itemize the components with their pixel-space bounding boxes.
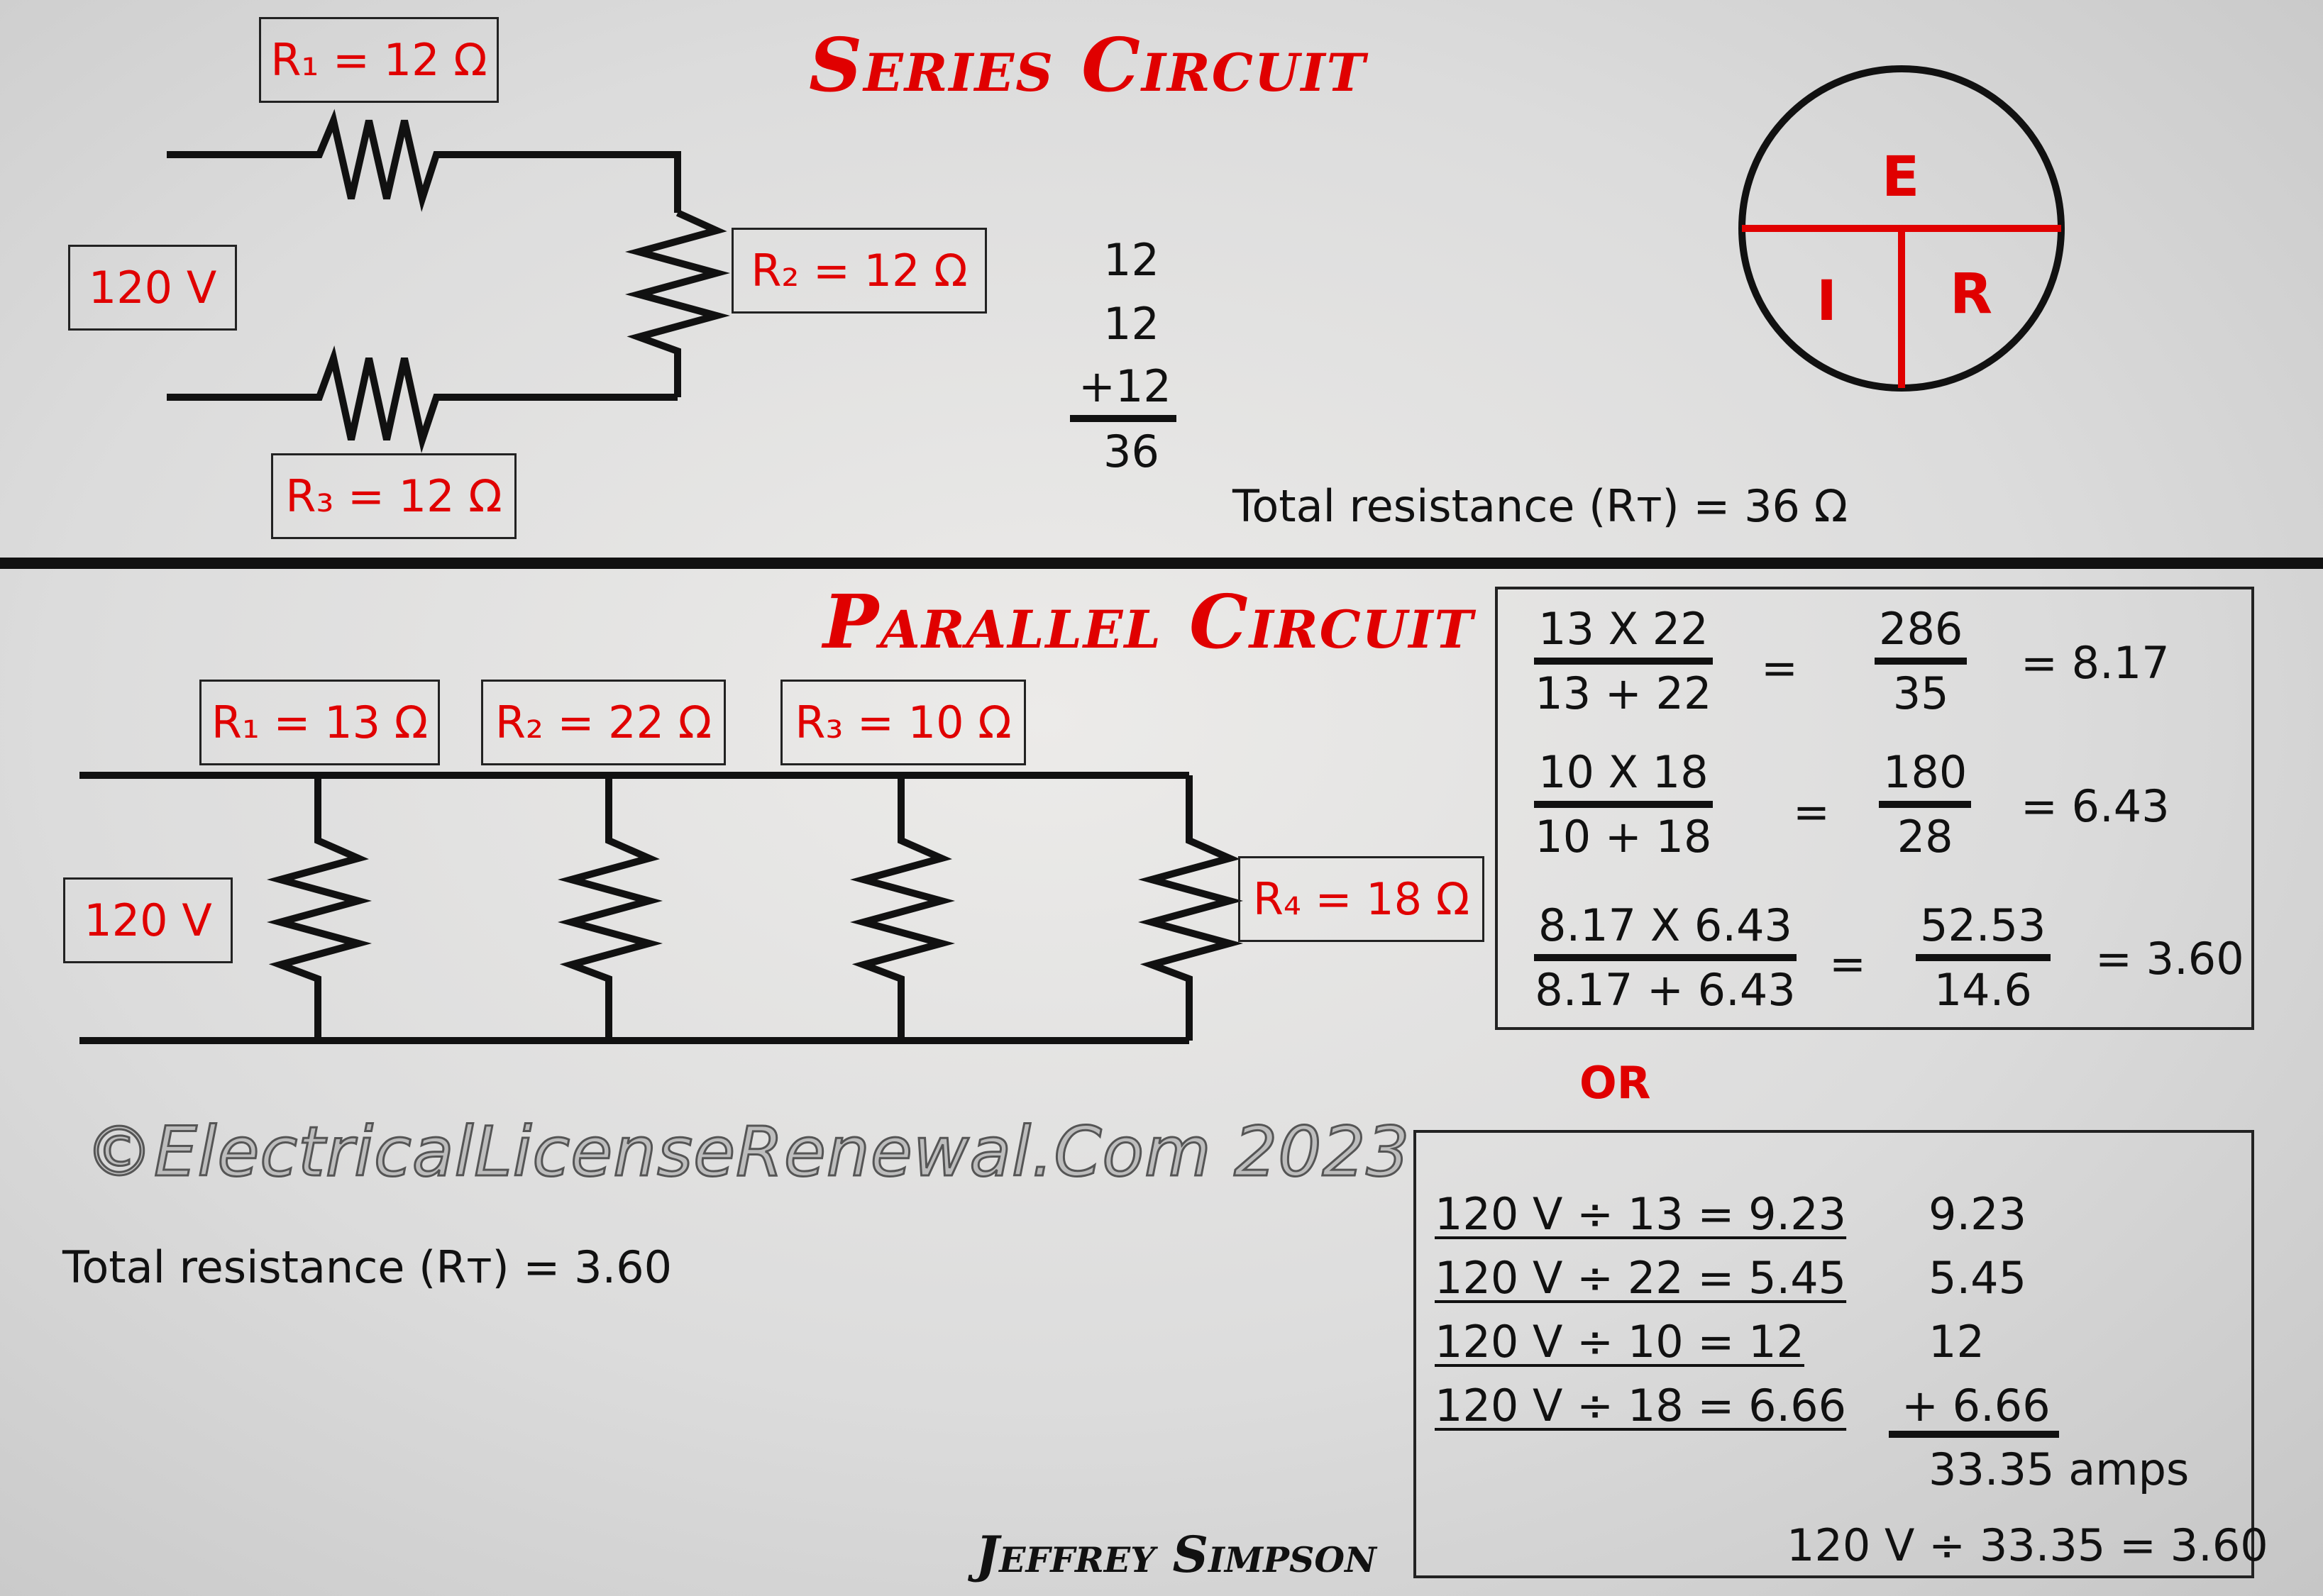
series-total: Total resistance (Rт) = 36 Ω <box>1232 480 1848 532</box>
pos-row1-numerator: 13 X 22 <box>1534 603 1713 665</box>
parallel-title: Parallel Circuit <box>823 578 1474 665</box>
pos-row3-result-fraction: 52.53 14.6 <box>1916 899 2051 1016</box>
parallel-source-label: 120 V <box>63 877 233 963</box>
pos-row3-denominator: 8.17 + 6.43 <box>1535 964 1796 1016</box>
pos-row3-result-denominator: 14.6 <box>1933 964 2032 1016</box>
parallel-r4-label: R₄ = 18 Ω <box>1238 856 1484 942</box>
series-sum-line-3: +12 <box>1078 360 1171 412</box>
pos-row2-fraction: 10 X 18 10 + 18 <box>1534 746 1713 863</box>
series-source-label: 120 V <box>68 245 237 331</box>
series-r3-label: R₃ = 12 Ω <box>271 453 517 539</box>
current-col-1: 9.23 <box>1929 1188 2027 1240</box>
current-line-2: 120 V ÷ 22 = 5.45 <box>1435 1252 1847 1304</box>
parallel-wiring <box>79 772 1244 1044</box>
current-final: 120 V ÷ 33.35 = 3.60 <box>1787 1519 2268 1571</box>
pos-row1-result-fraction: 286 35 <box>1875 603 1968 719</box>
pos-row1-result-numerator: 286 <box>1875 603 1968 665</box>
current-sum: 33.35 amps <box>1929 1443 2190 1495</box>
pos-row3-equals: = <box>1829 938 1866 990</box>
pos-row2-numerator: 10 X 18 <box>1534 746 1713 808</box>
or-label: OR <box>1579 1057 1651 1109</box>
product-over-sum-panel <box>1495 587 2254 1030</box>
pos-row3-result: = 3.60 <box>2095 933 2244 985</box>
current-col-3: 12 <box>1929 1316 1985 1368</box>
pos-row2-result-fraction: 180 28 <box>1879 746 1972 863</box>
parallel-r2-label: R₂ = 22 Ω <box>481 680 726 765</box>
pos-row1-equals: = <box>1761 642 1798 694</box>
pos-row1-result: = 8.17 <box>2021 637 2170 689</box>
current-method-panel <box>1413 1130 2254 1578</box>
series-sum-line-2: 12 <box>1103 298 1159 350</box>
pos-row2-result-denominator: 28 <box>1897 811 1953 863</box>
current-line-4: 120 V ÷ 18 = 6.66 <box>1435 1380 1847 1431</box>
pos-row1-result-denominator: 35 <box>1892 667 1949 719</box>
pos-row3-result-numerator: 52.53 <box>1916 899 2051 961</box>
pos-row2-result: = 6.43 <box>2021 780 2170 832</box>
signature: Jeffrey Simpson <box>976 1525 1376 1584</box>
ohms-wheel-i: I <box>1816 270 1838 333</box>
series-sum-result: 36 <box>1103 426 1159 477</box>
parallel-r2-resistor <box>557 775 663 1041</box>
series-r2-resistor <box>624 209 731 397</box>
ohms-wheel-r: R <box>1950 262 1993 326</box>
parallel-r1-resistor <box>266 775 373 1041</box>
ohms-wheel-e: E <box>1882 145 1920 209</box>
current-line-3: 120 V ÷ 10 = 12 <box>1435 1316 1804 1368</box>
parallel-total: Total resistance (Rт) = 3.60 <box>62 1241 673 1293</box>
current-sum-bar <box>1889 1431 2059 1438</box>
pos-row1-fraction: 13 X 22 13 + 22 <box>1534 603 1713 719</box>
parallel-r1-label: R₁ = 13 Ω <box>199 680 440 765</box>
watermark: ©ElectricalLicenseRenewal.Com 2023 <box>84 1112 1411 1193</box>
current-line-1: 120 V ÷ 13 = 9.23 <box>1435 1188 1847 1240</box>
pos-row3-fraction: 8.17 X 6.43 8.17 + 6.43 <box>1534 899 1797 1016</box>
pos-row2-result-numerator: 180 <box>1879 746 1972 808</box>
series-top-wire <box>167 109 681 213</box>
current-col-4: + 6.66 <box>1902 1380 2051 1431</box>
parallel-r4-resistor <box>1137 775 1244 1041</box>
pos-row1-denominator: 13 + 22 <box>1535 667 1712 719</box>
pos-row2-denominator: 10 + 18 <box>1535 811 1712 863</box>
series-sum-line-1: 12 <box>1103 234 1159 286</box>
pos-row3-numerator: 8.17 X 6.43 <box>1534 899 1797 961</box>
pos-row2-equals: = <box>1793 786 1830 838</box>
series-r2-label: R₂ = 12 Ω <box>732 228 987 314</box>
series-title: Series Circuit <box>809 21 1367 109</box>
parallel-r3-resistor <box>849 775 956 1041</box>
series-r1-label: R₁ = 12 Ω <box>259 17 499 103</box>
parallel-r3-label: R₃ = 10 Ω <box>780 680 1026 765</box>
series-wiring <box>167 109 731 453</box>
current-col-2: 5.45 <box>1929 1252 2027 1304</box>
series-bottom-wire <box>167 345 678 453</box>
ohms-law-wheel <box>1738 65 2065 392</box>
